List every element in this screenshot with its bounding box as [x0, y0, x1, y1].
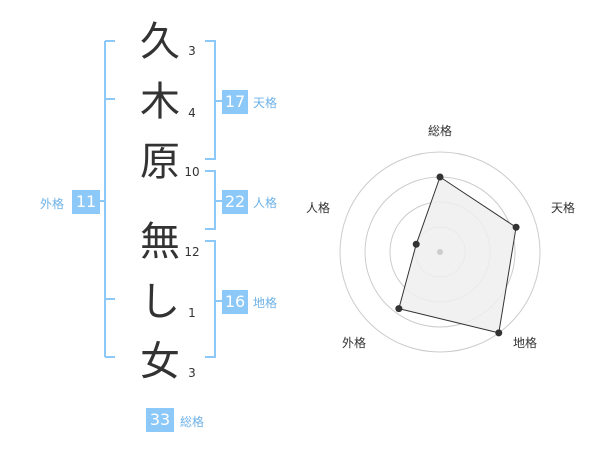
name-breakdown: 久 木 原 無 し 女 3 4 10 12 1 3 17 天格 22 人格 16…: [40, 19, 278, 432]
stroke-count-3: 10: [184, 165, 200, 179]
radar-point-2: [512, 223, 520, 231]
stroke-count-4: 12: [184, 245, 200, 259]
radar-axis-label-gaikaku: 外格: [341, 336, 366, 350]
radar-point-1: [436, 173, 444, 181]
radar-axis-label-chikaku: 地格: [512, 336, 537, 350]
stroke-count-1: 3: [188, 44, 196, 58]
name-char-1: 久: [140, 19, 180, 65]
name-char-6: 女: [140, 339, 180, 385]
radar-point-4: [395, 305, 403, 313]
radar-axis-label-soukaku: 総格: [427, 124, 452, 138]
radar-data-polygon: [398, 176, 517, 334]
radar-center-dot: [437, 249, 443, 255]
jinkaku-bracket: [205, 170, 216, 230]
radar-grid-ring: [339, 151, 541, 353]
radar-axis-label-jinkaku: 人格: [305, 201, 330, 215]
stroke-count-2: 4: [188, 106, 196, 120]
radar-axis-label-tenkaku: 天格: [550, 201, 575, 215]
radar-point-5: [412, 240, 420, 248]
chikaku-label: 地格: [253, 296, 278, 310]
radar-grid-ring: [414, 226, 466, 278]
radar-grid-ring: [389, 201, 491, 303]
name-char-5: し: [140, 279, 180, 325]
jinkaku-label: 人格: [253, 196, 278, 210]
chikaku-bracket: [205, 240, 216, 358]
gaikaku-score-badge: 11: [72, 190, 100, 214]
name-char-2: 木: [140, 79, 180, 125]
tenkaku-label: 天格: [253, 96, 278, 110]
soukaku-score-badge: 33: [146, 408, 174, 432]
name-char-4: 無: [140, 219, 180, 265]
chikaku-score-badge: 16: [222, 290, 248, 314]
soukaku-label: 総格: [180, 415, 205, 429]
tenkaku-bracket: [205, 40, 216, 160]
stroke-count-5: 1: [188, 306, 196, 320]
gaikaku-label: 外格: [40, 197, 65, 211]
stroke-count-6: 3: [188, 366, 196, 380]
radar-point-3: [495, 329, 503, 337]
jinkaku-score-badge: 22: [222, 190, 248, 214]
bracket-lines: [100, 40, 222, 358]
tenkaku-score-badge: 17: [222, 90, 248, 114]
radar-grid-ring: [364, 176, 516, 328]
name-char-3: 原: [140, 139, 180, 185]
